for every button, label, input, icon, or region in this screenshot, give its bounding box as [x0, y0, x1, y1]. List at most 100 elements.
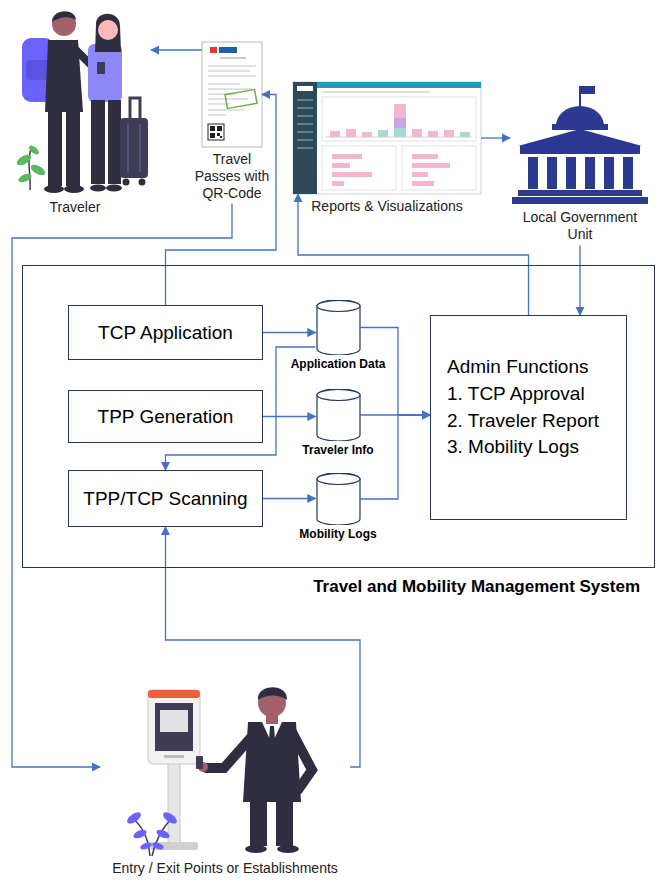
- cylinder-shape: [316, 389, 361, 441]
- cylinder-shape: [316, 300, 361, 355]
- dashboard-screenshot-part: [297, 116, 313, 117]
- dashboard-screenshot-part: [293, 82, 481, 194]
- flow-arrow: [263, 332, 316, 333]
- traveler-illustration-part: [120, 118, 148, 178]
- traveler-illustration-part: [90, 185, 106, 192]
- government-building-icon-part: [547, 157, 557, 189]
- flow-arrow: [151, 49, 202, 50]
- traveler-illustration-part: [15, 153, 33, 168]
- system-boundary: Travel and Mobility Management SystemTCP…: [22, 265, 655, 568]
- dashboard-screenshot-part: [394, 128, 406, 137]
- dashboard-screenshot-part: [297, 148, 313, 149]
- travel-pass-document-part: [225, 90, 257, 109]
- process-box: TPP Generation: [68, 390, 263, 443]
- dashboard-screenshot-part: [378, 130, 388, 137]
- traveler-illustration-part: [52, 12, 76, 36]
- kiosk-and-person-illustration-part: [139, 841, 152, 851]
- dashboard-screenshot-part: [332, 181, 344, 186]
- node-label: TCP Application: [98, 322, 233, 344]
- cylinder-body: [317, 300, 360, 355]
- government-illustration: Local Government Unit: [505, 85, 655, 243]
- traveler-illustration: [15, 11, 148, 193]
- kiosk-and-person-illustration-part: [160, 710, 188, 732]
- actor-illustration: Traveler: [0, 0, 150, 216]
- government-building-icon-part: [604, 157, 614, 189]
- system-title: Travel and Mobility Management System: [313, 577, 640, 597]
- kiosk-and-person-illustration-part: [206, 734, 254, 768]
- node-label: Reports & Visualizations: [311, 198, 462, 215]
- kiosk-and-person-illustration-part: [268, 726, 276, 758]
- government-building-icon-part: [623, 157, 633, 189]
- flow-arrow: [481, 137, 510, 138]
- kiosk-and-person-illustration-part: [132, 828, 148, 840]
- dashboard-screenshot-part: [402, 146, 476, 190]
- kiosk-and-person-illustration: [125, 687, 312, 856]
- cylinder-top: [317, 301, 360, 312]
- travel-pass-document-part: [217, 126, 222, 131]
- dashboard-screenshot-part: [297, 86, 313, 91]
- travel-pass-document-part: [208, 99, 248, 100]
- node-label: Application Data: [291, 357, 386, 371]
- travel-pass-document: [202, 42, 262, 147]
- government-building-icon-part: [581, 86, 595, 94]
- traveler-illustration-part: [130, 98, 140, 118]
- kiosk-and-person-illustration-part: [161, 810, 179, 826]
- dashboard-screenshot-part: [322, 97, 476, 141]
- travel-pass-document-part: [202, 42, 262, 147]
- kiosk-and-person-illustration-part: [151, 841, 164, 851]
- dashboard-screenshot-part: [332, 154, 362, 159]
- traveler-illustration-part: [44, 185, 64, 193]
- kiosk-and-person-illustration-part: [148, 690, 200, 764]
- dashboard-screenshot-part: [297, 124, 313, 125]
- government-building-icon-part: [566, 157, 576, 189]
- government-building-icon-part: [518, 129, 642, 146]
- traveler-illustration-part: [52, 11, 76, 22]
- kiosk-and-person-illustration-part: [155, 703, 193, 751]
- travel-pass-document-part: [217, 133, 220, 136]
- kiosk-and-person-illustration-part: [245, 845, 267, 853]
- travel-pass-document-part: [208, 76, 256, 77]
- dashboard-screenshot-part: [412, 172, 428, 177]
- box-heading: Admin Functions: [447, 356, 610, 379]
- kiosk-and-person-illustration-part: [152, 818, 172, 856]
- cylinder-top: [317, 474, 360, 485]
- travel-pass-document-part: [210, 126, 215, 131]
- flow-arrow: [579, 246, 580, 315]
- illustration-frame: [505, 85, 655, 205]
- government-building-icon-part: [528, 157, 538, 189]
- kiosk-and-person-illustration-part: [150, 842, 198, 850]
- kiosk-and-person-illustration-part: [292, 732, 312, 790]
- dashboard-screenshot-part: [317, 82, 481, 88]
- traveler-illustration-part: [123, 179, 130, 186]
- node-label: Local Government Unit: [521, 209, 639, 243]
- list-item: 1. TCP Approval: [447, 383, 610, 406]
- node-label: Travel Passes with QR-Code: [188, 151, 276, 201]
- traveler-illustration-part: [88, 44, 122, 102]
- government-building-icon: [512, 86, 648, 204]
- dashboard-screenshot-part: [412, 129, 422, 137]
- node-label: TPP/TCP Scanning: [83, 488, 247, 510]
- travel-pass-document-part: [220, 58, 246, 59]
- dashboard-screenshot-part: [322, 146, 396, 190]
- government-building-icon-part: [520, 146, 640, 154]
- travel-pass-document-part: [208, 84, 240, 85]
- traveler-illustration-part: [91, 100, 105, 184]
- cylinder-outline: [316, 300, 361, 355]
- document-illustration: Travel Passes with QR-Code: [188, 42, 276, 201]
- traveler-illustration-part: [27, 144, 40, 156]
- travel-pass-document-part: [208, 124, 224, 140]
- kiosk-and-person-illustration-part: [276, 800, 293, 846]
- kiosk-and-person-illustration-part: [148, 690, 200, 698]
- travel-pass-document-part: [210, 47, 217, 53]
- flow-arrow: [263, 416, 316, 417]
- flow-arrow: [298, 194, 529, 315]
- checkpoint-illustration: Entry / Exit Points or Establishments: [95, 678, 355, 877]
- dashboard-screenshot-part: [444, 130, 454, 137]
- database-cylinder: Application Data: [285, 300, 391, 371]
- flow-arrow: [361, 328, 431, 416]
- kiosk-and-person-illustration-part: [258, 687, 287, 700]
- dashboard-screenshot-part: [412, 154, 438, 159]
- dashboard-screenshot-part: [297, 132, 313, 133]
- dashboard-screenshot-part: [412, 163, 450, 168]
